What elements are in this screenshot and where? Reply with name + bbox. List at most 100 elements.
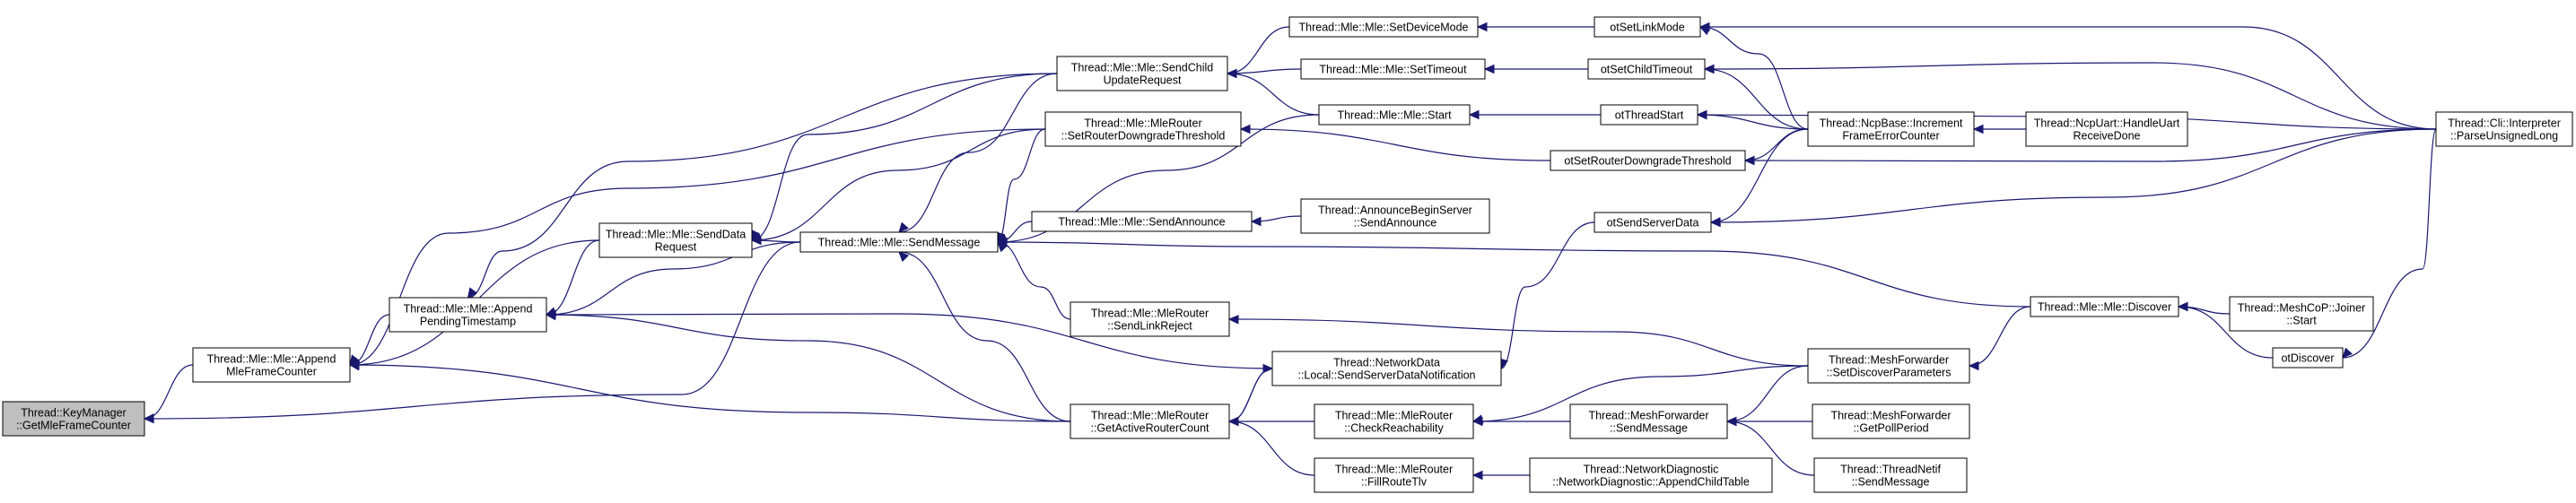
node-joiner[interactable]: Thread::MeshCoP::Joiner::Start xyxy=(2229,296,2374,332)
node-label-line: Thread::NetworkData xyxy=(1333,357,1440,369)
node-cli[interactable]: Thread::Cli::Interpreter::ParseUnsignedL… xyxy=(2435,111,2573,147)
edge-arrowhead xyxy=(1743,155,1755,166)
edge-arrowhead xyxy=(545,309,556,320)
node-label-line: Thread::Mle::Mle::SendMessage xyxy=(818,237,981,249)
node-label-line: ::NetworkDiagnostic::AppendChildTable xyxy=(1552,476,1750,489)
node-getactive[interactable]: Thread::Mle::MleRouter::GetActiveRouterC… xyxy=(1070,403,1230,439)
node-box xyxy=(799,231,999,253)
node-setdisc[interactable]: Thread::MeshForwarder::SetDiscoverParame… xyxy=(1807,348,1970,384)
node-box xyxy=(1807,111,1975,147)
edge-ncpbase-to-otchildto xyxy=(1704,68,1809,130)
node-otserver[interactable]: otSendServerData xyxy=(1594,212,1712,233)
node-box xyxy=(1813,457,1968,493)
edge-otrdt-to-setrdt xyxy=(1240,128,1551,161)
node-label-line: Thread::Mle::Mle::Start xyxy=(1337,109,1452,122)
node-otlinkmode[interactable]: otSetLinkMode xyxy=(1594,16,1701,38)
node-box xyxy=(2229,296,2374,332)
node-label-line: Thread::Mle::MleRouter xyxy=(1084,117,1201,130)
edge-getactive-to-sendmsg xyxy=(898,251,1071,422)
edge-cli-to-otdiscover xyxy=(2342,128,2437,359)
node-fillroute[interactable]: Thread::Mle::MleRouter::FillRouteTlv xyxy=(1314,457,1474,493)
node-label-line: Thread::Cli::Interpreter xyxy=(2448,117,2561,130)
edge-getactive-to-append_fc xyxy=(349,364,1071,422)
edge-setdisc-to-meshsend xyxy=(1726,365,1809,422)
edge-ncpbase-to-otlinkmode xyxy=(1699,26,1809,130)
node-start[interactable]: Thread::Mle::Mle::Start xyxy=(1318,104,1471,126)
node-box xyxy=(1600,104,1698,126)
node-label-line: ::Start xyxy=(2286,315,2317,327)
node-label-line: ::CheckReachability xyxy=(1344,422,1444,435)
edge-arrowhead xyxy=(996,237,1008,247)
node-otrdt[interactable]: otSetRouterDowngradeThreshold xyxy=(1550,150,1746,171)
node-label-line: otSetLinkMode xyxy=(1610,22,1684,34)
node-netdata[interactable]: Thread::NetworkData::Local::SendServerDa… xyxy=(1271,351,1502,386)
edge-netdata-to-append_pt xyxy=(546,313,1273,369)
node-label-line: ::GetActiveRouterCount xyxy=(1090,422,1209,435)
edge-linkreject-to-sendmsg xyxy=(997,241,1071,320)
edge-arrowhead xyxy=(143,413,154,423)
edge-arrowhead xyxy=(1239,124,1251,134)
node-setrdt[interactable]: Thread::Mle::MleRouter::SetRouterDowngra… xyxy=(1044,111,1242,147)
node-otchildto[interactable]: otSetChildTimeout xyxy=(1587,58,1706,80)
node-ncpbase[interactable]: Thread::NcpBase::IncrementFrameErrorCoun… xyxy=(1807,111,1975,147)
node-checkreach[interactable]: Thread::Mle::MleRouter::CheckReachabilit… xyxy=(1314,403,1474,439)
node-label-line: Thread::MeshForwarder xyxy=(1829,354,1949,367)
edge-arrowhead xyxy=(1483,64,1495,74)
edge-arrowhead xyxy=(1471,416,1483,427)
node-label-line: Thread::Mle::MleRouter xyxy=(1091,308,1209,320)
node-label-line: Thread::MeshCoP::Joiner xyxy=(2238,302,2365,315)
edge-arrowhead xyxy=(1972,124,1984,134)
node-label-line: Thread::Mle::Mle::Discover xyxy=(2038,301,2171,314)
edge-arrowhead xyxy=(1471,470,1483,481)
node-label-line: UpdateRequest xyxy=(1104,74,1182,87)
node-otstart[interactable]: otThreadStart xyxy=(1600,104,1698,126)
node-netifsend[interactable]: Thread::ThreadNetif::SendMessage xyxy=(1813,457,1968,493)
node-sendmsg[interactable]: Thread::Mle::Mle::SendMessage xyxy=(799,231,999,253)
node-label-line: ::SendMessage xyxy=(1852,476,1930,489)
node-setdev[interactable]: Thread::Mle::Mle::SetDeviceMode xyxy=(1288,16,1479,38)
node-box xyxy=(1300,58,1486,80)
edge-setdisc-to-linkreject xyxy=(1228,318,1809,367)
node-meshsend[interactable]: Thread::MeshForwarder::SendMessage xyxy=(1569,403,1728,439)
node-km_get[interactable]: Thread::KeyManager::GetMleFrameCounter xyxy=(2,401,145,437)
node-label-line: otSetChildTimeout xyxy=(1601,64,1693,76)
node-label-line: Thread::Mle::Mle::SendAnnounce xyxy=(1058,216,1225,229)
node-layer: Thread::KeyManager::GetMleFrameCounterTh… xyxy=(2,16,2573,493)
edge-cli-to-otlinkmode xyxy=(1700,26,2437,130)
edge-append_fc-to-km_get xyxy=(144,364,194,420)
edge-arrowhead xyxy=(348,360,360,371)
node-getpoll[interactable]: Thread::MeshForwarder::GetPollPeriod xyxy=(1812,403,1970,439)
edge-arrowhead xyxy=(1698,22,1710,32)
node-box xyxy=(1807,348,1970,384)
node-netdiag[interactable]: Thread::NetworkDiagnostic::NetworkDiagno… xyxy=(1529,457,1773,493)
node-annserver[interactable]: Thread::AnnounceBeginServer::SendAnnounc… xyxy=(1300,198,1490,234)
node-otdiscover[interactable]: otDiscover xyxy=(2272,347,2344,369)
edge-sendchild-to-sendmsg xyxy=(898,73,1058,233)
node-announce[interactable]: Thread::Mle::Mle::SendAnnounce xyxy=(1031,211,1253,232)
node-label-line: Thread::NcpUart::HandleUart xyxy=(2034,117,2180,130)
node-label-line: Thread::Mle::MleRouter xyxy=(1091,410,1209,422)
node-settimeout[interactable]: Thread::Mle::Mle::SetTimeout xyxy=(1300,58,1486,80)
edge-setrdt-to-sendmsg xyxy=(997,128,1046,243)
edge-arrowhead xyxy=(349,354,360,366)
edge-arrowhead xyxy=(1226,68,1237,79)
edge-arrowhead xyxy=(898,221,909,233)
node-label-line: ::SetRouterDowngradeThreshold xyxy=(1061,130,1226,143)
node-label-line: otThreadStart xyxy=(1615,109,1684,122)
node-label-line: Thread::Mle::MleRouter xyxy=(1335,464,1453,476)
edge-setrdt-to-append_fc xyxy=(349,128,1046,366)
edge-cli-to-otchildto xyxy=(1704,62,2437,130)
node-label-line: ::FillRouteTlv xyxy=(1361,476,1428,489)
node-label-line: ::SendAnnounce xyxy=(1354,217,1436,230)
node-label-line: Thread::MeshForwarder xyxy=(1588,410,1708,422)
edge-arrowhead xyxy=(1725,416,1737,427)
node-box xyxy=(192,347,351,383)
node-discover[interactable]: Thread::Mle::Mle::Discover xyxy=(2030,296,2179,317)
node-linkreject[interactable]: Thread::Mle::MleRouter::SendLinkReject xyxy=(1070,301,1230,337)
node-label-line: otSetRouterDowngradeThreshold xyxy=(1564,155,1731,168)
